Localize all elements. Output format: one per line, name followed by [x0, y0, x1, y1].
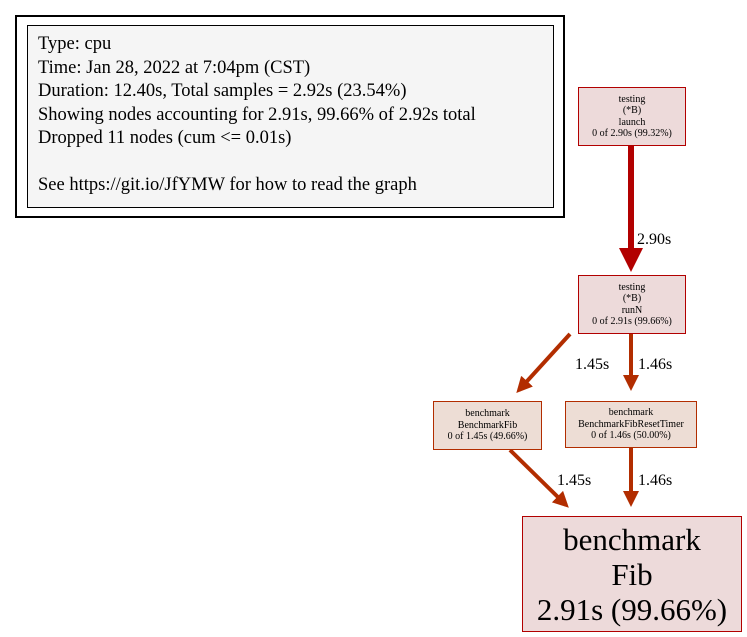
node-stat: 0 of 1.46s (50.00%) — [591, 430, 671, 442]
node-stat: 0 of 2.90s (99.32%) — [592, 128, 672, 139]
legend-duration: Duration: 12.40s, Total samples = 2.92s … — [38, 81, 407, 101]
legend-type: Type: cpu — [38, 34, 112, 54]
edge-benchmarkFib-fib[interactable] — [508, 448, 569, 508]
node-func: runN — [621, 304, 643, 316]
edge-runN-benchmarkFib[interactable] — [516, 332, 572, 393]
edge-label-launch-runN: 2.90s — [637, 231, 672, 248]
node-pkg: testing — [618, 281, 646, 293]
node-stat: 0 of 1.45s (49.66%) — [447, 431, 528, 443]
node-pkg: benchmark — [465, 408, 510, 420]
node-testing-launch[interactable]: testing (*B) launch 0 of 2.90s (99.32%) — [578, 87, 686, 146]
node-stat: 2.91s (99.66%) — [536, 591, 728, 627]
edge-label-runN-benchmarkFibResetTimer: 1.46s — [638, 356, 673, 373]
node-stat: 0 of 2.91s (99.66%) — [592, 316, 672, 327]
node-func: launch — [618, 116, 646, 128]
node-benchmark-BenchmarkFib[interactable]: benchmark BenchmarkFib 0 of 1.45s (49.66… — [433, 401, 542, 450]
legend-dropped: Dropped 11 nodes (cum <= 0.01s) — [38, 128, 292, 148]
node-pkg: benchmark — [563, 521, 701, 557]
node-benchmark-Fib[interactable]: benchmark Fib 2.91s (99.66%) — [522, 516, 742, 632]
edge-label-benchmarkFib-fib: 1.45s — [557, 472, 592, 489]
node-pkg: benchmark — [608, 407, 654, 419]
edge-label-benchmarkFibResetTimer-fib: 1.46s — [638, 472, 673, 489]
node-benchmark-BenchmarkFibResetTimer[interactable]: benchmark BenchmarkFibResetTimer 0 of 1.… — [565, 401, 697, 448]
legend-box: Type: cpu Time: Jan 28, 2022 at 7:04pm (… — [27, 25, 554, 208]
node-testing-runN[interactable]: testing (*B) runN 0 of 2.91s (99.66%) — [578, 275, 686, 334]
legend-time: Time: Jan 28, 2022 at 7:04pm (CST) — [38, 57, 311, 78]
edge-label-runN-benchmarkFib: 1.45s — [575, 356, 610, 373]
node-func: Fib — [611, 556, 653, 592]
node-func: BenchmarkFibResetTimer — [578, 418, 684, 430]
legend-help-link[interactable]: See https://git.io/JfYMW for how to read… — [38, 175, 417, 195]
node-receiver: (*B) — [622, 105, 642, 116]
node-pkg: testing — [618, 93, 646, 105]
node-func: BenchmarkFib — [457, 419, 518, 431]
legend-showing: Showing nodes accounting for 2.91s, 99.6… — [38, 104, 476, 125]
node-receiver: (*B) — [622, 293, 642, 304]
